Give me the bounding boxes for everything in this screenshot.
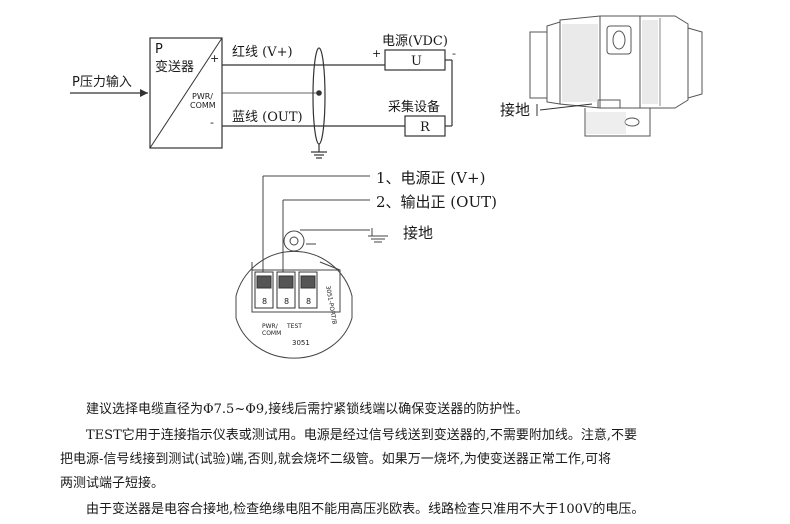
housing-drawing [529,15,703,137]
ps-minus: - [452,47,456,60]
housing-ground-label: 接地 [500,101,530,119]
terminal-comm: COMM [262,330,281,337]
note-cable: 建议选择电缆直径为Φ7.5~Φ9,接线后需拧紧锁线端以确保变送器的防护性。 [86,402,529,417]
transmitter-p: P [155,42,163,57]
legend-item-ground: 接地 [403,224,433,242]
terminal-port-label: 3051-PORT/B [324,285,338,325]
plus-terminal: + [210,52,219,65]
note-insulation: 由于变送器是电容合接地,检查绝缘电阻不能用高压兆欧表。线路检查只准用不大于100… [86,502,645,517]
terminal-pwr: PWR/ [262,323,279,330]
junction-dot [316,90,322,96]
note-test-3: 两测试端子短接。 [60,476,165,491]
block-edge-right [319,261,341,271]
ground-screw-center [289,236,299,246]
housing-nut-hole [612,30,626,50]
housing-plug [624,117,640,127]
housing-left-ring [546,21,561,105]
legend-item-out: 2、输出正 (OUT) [376,193,497,211]
housing-ground-lug [597,99,621,108]
terminal-face [235,250,353,359]
minus-terminal: - [210,116,214,129]
note-test-1: TEST它用于连接指示仪表或测试用。电源是经过信号线送到变送器的,不需要附加线。… [86,428,638,443]
wiring-schematic [70,37,453,159]
terminal-2-number: 8 [284,297,289,306]
cable-shield [312,47,326,145]
terminal-1-screw [256,275,272,289]
ground-screw [283,230,305,252]
terminal-screws [254,271,318,309]
power-supply-label: 电源(VDC) [382,34,448,49]
input-label: P压力输入 [72,74,132,90]
red-wire-label: 红线 (V+) [232,44,293,60]
terminal-block [251,269,341,313]
comm-label: COMM [190,101,216,110]
housing-right-cap [687,27,703,99]
housing-left-cap [529,31,548,99]
ground-pointer [539,103,593,111]
ps-plus: + [372,47,381,60]
transmitter-name: 变送器 [155,59,194,75]
input-arrow-head [140,89,148,97]
note-test-2: 把电源-信号线接到测试(试验)端,否则,就会烧坏二级管。如果万一烧坏,为使变送器… [60,452,612,467]
housing-body [559,15,689,109]
terminal-1-number: 8 [262,297,267,306]
housing-neck [584,108,651,137]
blue-wire-label: 蓝线 (OUT) [232,110,303,125]
terminal-3-screw [300,275,316,289]
legend-item-v-plus: 1、电源正 (V+) [376,169,485,187]
terminal-2-screw [278,275,294,289]
terminal-model: 3051 [292,339,310,347]
pwr-label: PWR/ [192,92,213,101]
u-label: U [411,54,422,69]
transmitter-diagonal [149,37,223,149]
housing-shading [562,20,658,134]
acq-device-label: 采集设备 [388,99,440,115]
terminal-test: TEST [286,323,302,330]
housing-top-nut [606,25,632,55]
r-label: R [420,120,431,135]
terminal-drawing [235,175,388,359]
terminal-3-number: 8 [306,297,311,306]
